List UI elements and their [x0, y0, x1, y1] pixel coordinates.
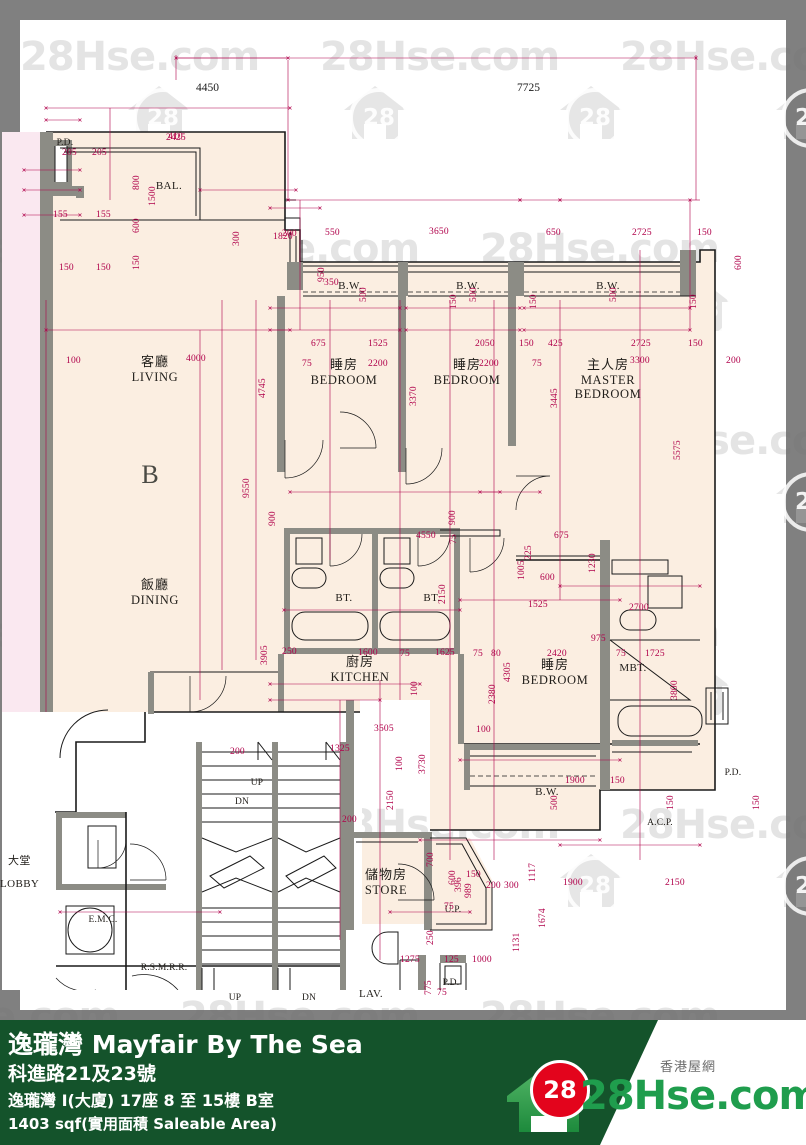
- brand-name-en: 28Hse.com: [580, 1073, 806, 1119]
- property-address: 科進路21及23號: [8, 1063, 156, 1085]
- property-unit: 逸瓏灣 I(大廈) 17座 8 至 15樓 B室: [8, 1091, 274, 1110]
- banner-green-panel: [0, 1020, 658, 1145]
- logo-badge-28: 28: [530, 1060, 590, 1120]
- property-title: 逸瓏灣 Mayfair By The Sea: [8, 1030, 363, 1059]
- floor-plan-drawing: .fl{fill:#fbeee1;} .pk{fill:#fae8f0;} .w…: [2, 55, 729, 990]
- brand-name-cn: 香港屋網: [660, 1060, 717, 1075]
- info-banner: 逸瓏灣 Mayfair By The Sea 科進路21及23號 逸瓏灣 I(大…: [0, 1020, 806, 1145]
- property-area: 1403 sqf(實用面積 Saleable Area): [8, 1115, 278, 1133]
- brand-logo[interactable]: 28: [505, 1058, 805, 1138]
